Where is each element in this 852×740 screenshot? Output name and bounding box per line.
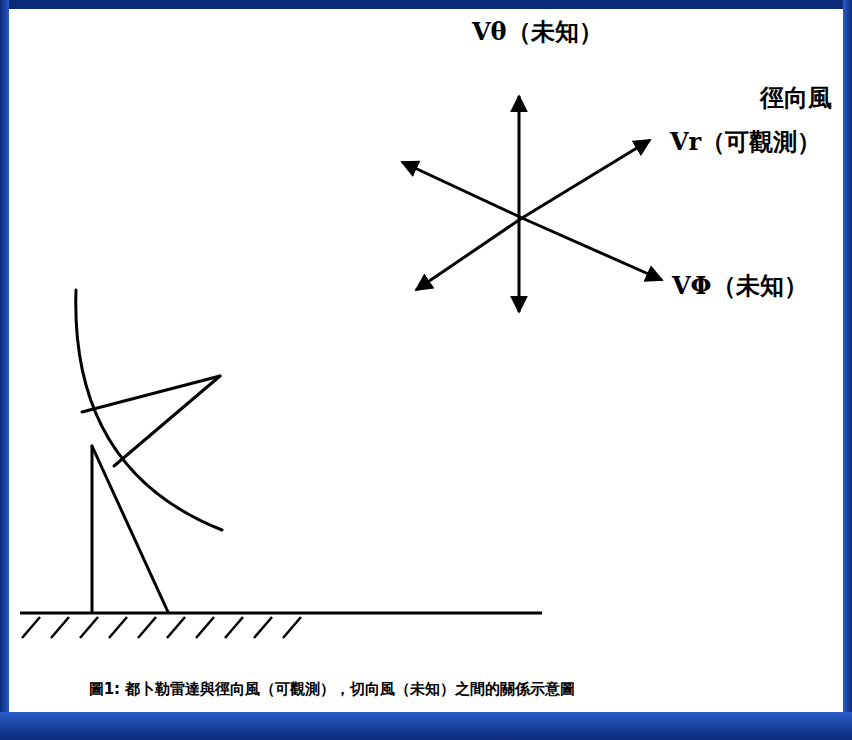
wind-vectors bbox=[402, 96, 662, 312]
figure-caption: 圖1: 都卜勒雷達與徑向風（可觀測），切向風（未知）之間的關係示意圖 bbox=[89, 680, 576, 699]
ground bbox=[20, 613, 542, 638]
ground-hatch bbox=[22, 617, 40, 638]
vector-label: VΦ（未知） bbox=[672, 270, 808, 302]
ground-hatch bbox=[196, 617, 214, 638]
ground-hatch bbox=[225, 617, 243, 638]
annotation-label: 徑向風 bbox=[760, 82, 832, 114]
ground-hatch bbox=[51, 617, 69, 638]
vector-label: Vr（可觀測） bbox=[670, 126, 821, 158]
ground-hatch bbox=[167, 617, 185, 638]
ground-hatch bbox=[283, 617, 301, 638]
radar-dish bbox=[76, 290, 222, 612]
ground-hatch bbox=[109, 617, 127, 638]
vector-label: Vθ（未知） bbox=[472, 16, 603, 48]
ground-hatch bbox=[80, 617, 98, 638]
ground-hatch bbox=[254, 617, 272, 638]
ground-hatch bbox=[138, 617, 156, 638]
